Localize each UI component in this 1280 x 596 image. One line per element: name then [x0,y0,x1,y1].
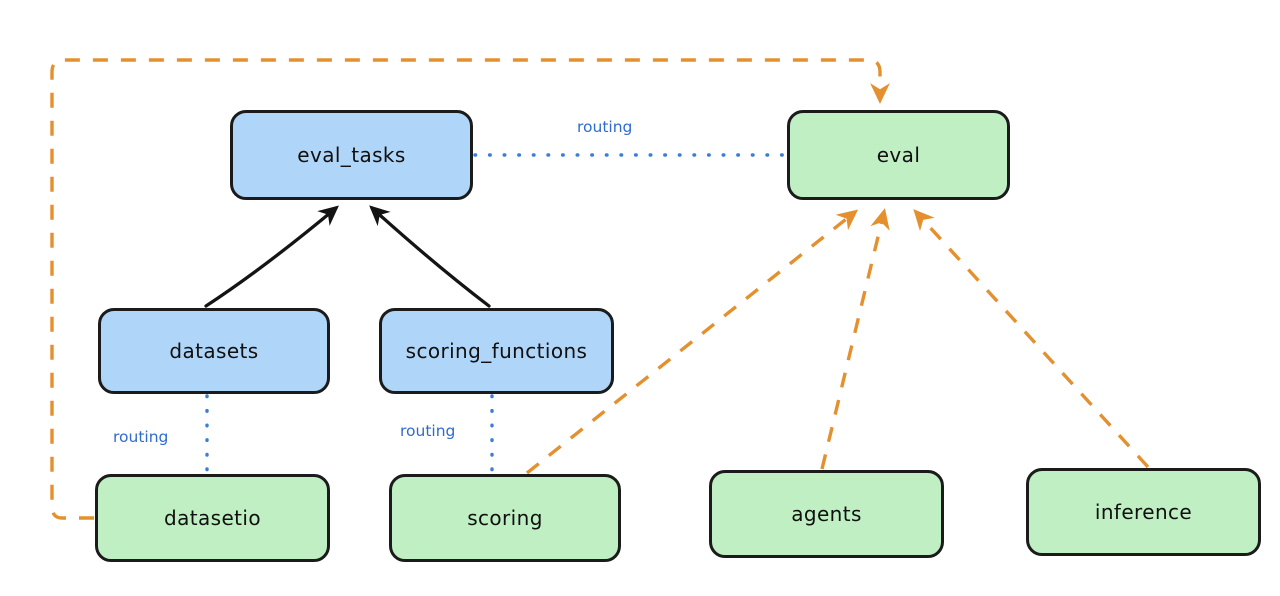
node-label-datasetio: datasetio [163,506,261,530]
edge-datasets-to-eval_tasks [204,205,339,308]
node-datasets[interactable]: datasets [98,308,330,394]
node-inference[interactable]: inference [1026,468,1261,556]
edge-label-routing-eval_tasks-eval: routing [577,118,633,136]
node-label-eval_tasks: eval_tasks [297,143,406,167]
edge-inference-to-eval [913,209,1150,469]
node-eval_tasks[interactable]: eval_tasks [230,110,473,200]
node-label-scoring: scoring [467,506,543,530]
edge-agents-to-eval [820,208,890,470]
node-label-inference: inference [1094,500,1193,524]
edge-datasetio-to-eval [50,58,890,520]
node-agents[interactable]: agents [709,470,944,558]
edge-scoring-to-eval [525,209,859,475]
edge-label-routing-scoring_functions-scoring: routing [400,422,456,440]
edge-label-routing-datasets-datasetio: routing [113,428,169,446]
node-scoring_functions[interactable]: scoring_functions [379,308,614,394]
node-label-scoring_functions: scoring_functions [405,339,588,363]
node-scoring[interactable]: scoring [389,474,621,562]
node-label-eval: eval [876,143,921,167]
node-datasetio[interactable]: datasetio [95,474,330,562]
node-label-datasets: datasets [169,339,259,363]
edge-scoring_functions-to-eval_tasks [369,205,491,308]
node-eval[interactable]: eval [787,110,1010,200]
node-label-agents: agents [791,502,862,526]
